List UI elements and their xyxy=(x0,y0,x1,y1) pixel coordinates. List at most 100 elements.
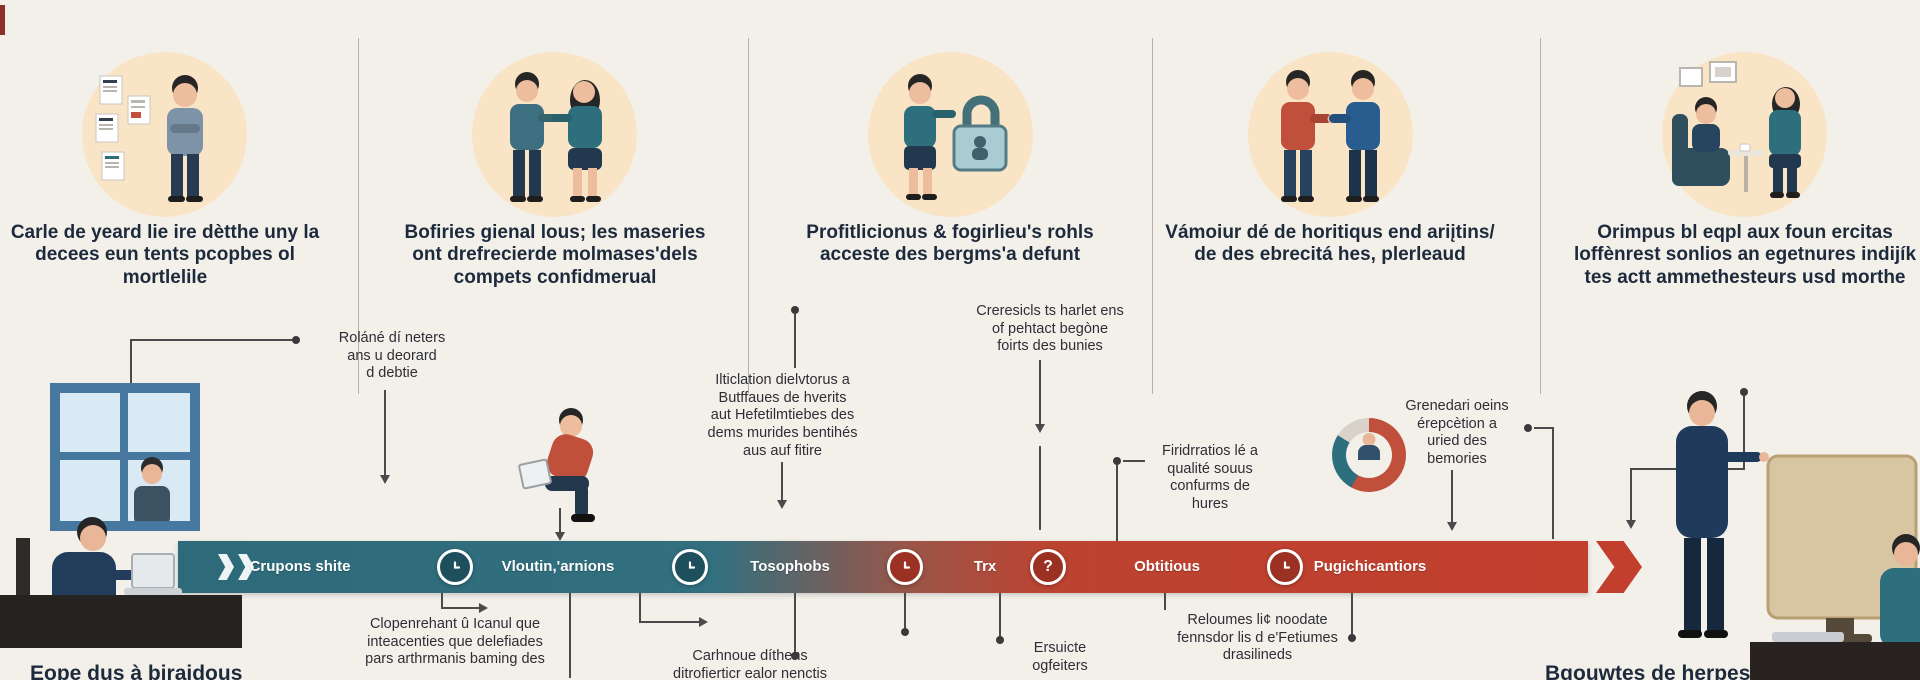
connector-line xyxy=(1039,446,1041,530)
documents-person-illustration xyxy=(95,75,203,202)
caption-5: Orimpus bl eqpl aux foun ercitas loffènr… xyxy=(1573,222,1917,288)
scene-desk-window xyxy=(0,383,242,648)
connector-dot xyxy=(791,306,799,314)
armchair xyxy=(1672,114,1730,186)
stage-marker xyxy=(887,549,923,585)
note-carhnoue: Carhnoue díthens ditrofierticr ealor nen… xyxy=(673,648,827,680)
connector-line xyxy=(639,621,699,623)
seated-person xyxy=(1692,97,1720,152)
arrow-down-icon xyxy=(777,500,787,509)
padlock-icon xyxy=(952,95,1008,172)
connector-line xyxy=(794,314,796,368)
caption-1: Carle de yeard lie ire dètthe uny la dec… xyxy=(10,222,320,288)
illustration-circle-meeting xyxy=(1662,52,1827,217)
left-man xyxy=(1281,70,1337,202)
connector-dot xyxy=(1113,457,1121,465)
keyboard xyxy=(1772,632,1844,642)
note-ersuicte: Ersuicte ogfeiters xyxy=(1032,640,1088,674)
illustration-circle-handshake xyxy=(1248,52,1413,217)
chevron-icon xyxy=(218,554,234,580)
right-man xyxy=(1329,70,1380,202)
connector-line xyxy=(1123,460,1145,462)
desk xyxy=(1750,642,1920,680)
column-divider xyxy=(748,38,749,394)
note-creresicls: Creresicls ts harlet ens of pehtact begò… xyxy=(976,303,1124,355)
arrow-down-icon xyxy=(1035,424,1045,433)
connector-line xyxy=(1164,593,1166,610)
timeline-stage-label-4: Trx xyxy=(973,558,997,575)
desk xyxy=(0,595,242,648)
connector-line xyxy=(559,508,561,532)
stage-marker xyxy=(437,549,473,585)
band-end-arrow-icon xyxy=(1596,541,1642,593)
connector-line xyxy=(384,390,386,475)
connector-line xyxy=(1039,360,1041,424)
person xyxy=(904,74,956,200)
note-clopenrehant: Clopenrehant û Icanul que inteacenties q… xyxy=(365,616,545,668)
clock-icon xyxy=(903,561,911,569)
side-table xyxy=(1728,143,1764,192)
men-handshake-illustration xyxy=(1281,70,1380,202)
note-firidrratios: Firidrratios lé a qualité souus confurms… xyxy=(1162,443,1258,513)
connector-line xyxy=(441,607,479,609)
arrow-down-icon xyxy=(380,475,390,484)
arrow-down-icon xyxy=(555,532,565,541)
illustration-circle-couple xyxy=(472,52,637,217)
wall-frames xyxy=(1679,61,1737,87)
connector-line xyxy=(1116,465,1118,541)
caption-2: Bofiries gienal lous; les maseries ont d… xyxy=(404,222,706,288)
seated-person xyxy=(1880,534,1920,648)
note-grenedari: Grenedari oeins érepcètion a uried des b… xyxy=(1405,398,1509,468)
left-person xyxy=(510,72,562,202)
connector-dot xyxy=(996,636,1004,644)
connector-line xyxy=(794,593,796,654)
clock-icon xyxy=(688,561,696,569)
connector-dot xyxy=(901,628,909,636)
connector-line xyxy=(999,593,1001,638)
column-divider xyxy=(358,38,359,394)
arrow-right-icon xyxy=(699,617,708,627)
standing-person xyxy=(167,75,203,202)
question-icon: ? xyxy=(1043,558,1053,575)
crouching-person-illustration xyxy=(518,408,595,522)
gauge-chart-icon xyxy=(1332,418,1406,492)
arrow-right-icon xyxy=(479,603,488,613)
illustration-circle-documents xyxy=(82,52,247,217)
standing-woman xyxy=(1769,87,1801,198)
timeline-band xyxy=(178,541,1588,593)
connector-line xyxy=(1743,396,1745,468)
right-person xyxy=(552,80,602,202)
column-divider xyxy=(1152,38,1153,394)
scene-computer-pair xyxy=(1676,391,1920,680)
arrow-down-icon xyxy=(1626,520,1636,529)
laptop xyxy=(124,553,182,595)
timeline-stage-label-3: Tosophobs xyxy=(750,558,830,575)
connector-line xyxy=(904,593,906,630)
arrow-down-icon xyxy=(1447,522,1457,531)
connector-line xyxy=(441,593,443,609)
stage-marker: ? xyxy=(1030,549,1066,585)
documents-wall xyxy=(95,75,151,181)
connector-line xyxy=(1451,470,1453,522)
connector-dot xyxy=(1348,634,1356,642)
column-divider xyxy=(1540,38,1541,394)
illustration-circle-padlock xyxy=(868,52,1033,217)
window xyxy=(50,383,200,531)
connector-line xyxy=(1534,427,1554,429)
padlock-person-illustration xyxy=(904,74,1008,200)
couple-handshake-illustration xyxy=(510,72,602,202)
timeline-stage-label-2: Vloutin,'arnions xyxy=(501,558,615,575)
clock-icon xyxy=(1283,561,1291,569)
connector-dot xyxy=(1524,424,1532,432)
connector-line xyxy=(132,339,292,341)
stage-marker xyxy=(672,549,708,585)
connector-line xyxy=(1630,468,1632,520)
connector-line xyxy=(781,462,783,500)
stage-marker xyxy=(1267,549,1303,585)
timeline-stage-label-6: Pugichicantiors xyxy=(1313,558,1427,575)
connector-dot xyxy=(292,336,300,344)
caption-4: Vámoiur dé de horitiqus end ariįtins/ de… xyxy=(1165,222,1495,266)
connector-dot xyxy=(791,652,799,660)
clock-icon xyxy=(453,561,461,569)
label-bgouwtes: Bgouwtes de herpes xyxy=(1545,662,1751,680)
